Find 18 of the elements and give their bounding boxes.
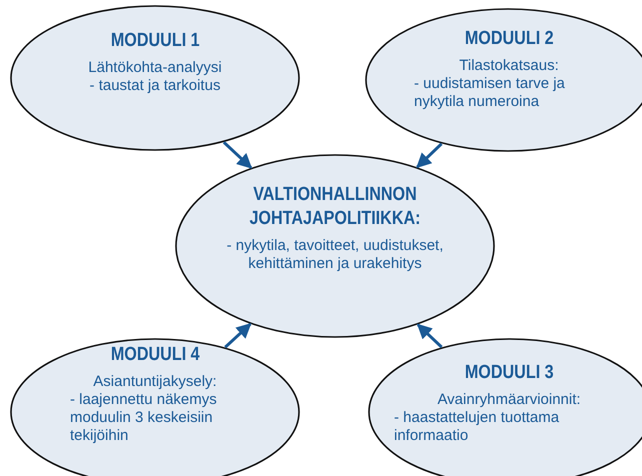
bullet-text: - nykytila, tavoitteet, uudistukset, kehittäminen ja urakehitys	[226, 236, 444, 272]
bullet-text: - laajennettu näkemys moduulin 3 keskeisiin tekijöihin	[70, 390, 218, 445]
bullet-text: - haastattelujen tuottama informaatio	[394, 408, 560, 445]
module-heading: VALTIONHALLINNON JOHTAJAPOLITIIKKA:	[248, 183, 422, 230]
module-heading: MODUULI 3	[464, 362, 554, 385]
bullet-text: - uudistamisen tarve ja nykytila numeroina	[414, 74, 566, 111]
module-heading: MODUULI 4	[110, 344, 200, 367]
module-heading: MODUULI 1	[110, 30, 200, 53]
module-subtitle: Lähtökohta-analyysi	[88, 58, 222, 77]
arrow	[416, 142, 443, 168]
module-subtitle: Asiantuntijakysely:	[93, 372, 217, 391]
module-heading: MODUULI 2	[464, 28, 554, 51]
arrow	[222, 141, 252, 169]
arrow	[224, 322, 252, 348]
bullet-text: - taustat ja tarkoitus	[90, 76, 220, 95]
module-subtitle: Tilastokatsaus:	[459, 56, 559, 75]
arrow	[416, 324, 443, 348]
module-subtitle: Avainryhmäarvioinnit:	[437, 390, 581, 409]
